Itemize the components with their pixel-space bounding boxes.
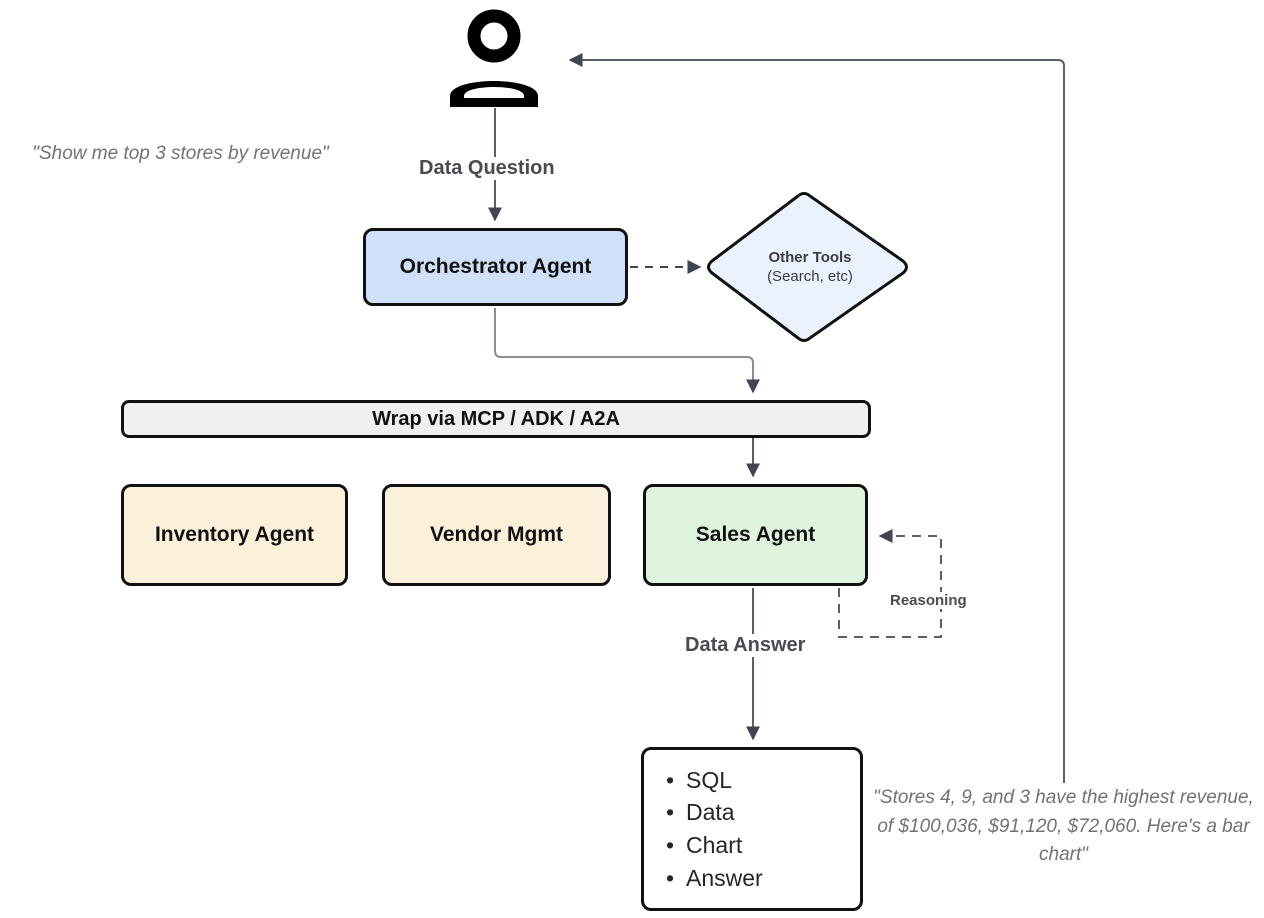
edge-orchestrator-to-wrap	[494, 308, 760, 394]
output-artifact-list: SQLDataChartAnswer	[666, 764, 763, 895]
user-quote: "Show me top 3 stores by revenue"	[32, 143, 329, 164]
person-icon	[450, 9, 538, 107]
node-orchestrator-agent[interactable]: Orchestrator Agent	[363, 228, 628, 306]
node-vendor-mgmt-label: Vendor Mgmt	[429, 523, 563, 547]
edge-label-data-answer: Data Answer	[679, 634, 812, 657]
edge-sales-reasoning-loop	[838, 529, 942, 638]
node-other-tools-text: Other Tools (Search, etc)	[706, 190, 914, 345]
answer-quote: "Stores 4, 9, and 3 have the highest rev…	[873, 787, 1254, 865]
node-other-tools-subtitle: (Search, etc)	[767, 267, 853, 285]
node-output-artifacts[interactable]: SQLDataChartAnswer	[641, 747, 863, 911]
node-wrap-layer[interactable]: Wrap via MCP / ADK / A2A	[121, 400, 871, 438]
output-artifact-item: Chart	[666, 829, 763, 862]
other-tools-diamond	[707, 192, 908, 342]
node-vendor-mgmt[interactable]: Vendor Mgmt	[382, 484, 611, 586]
output-artifact-item: SQL	[666, 764, 763, 797]
node-inventory-agent[interactable]: Inventory Agent	[121, 484, 348, 586]
node-sales-agent[interactable]: Sales Agent	[643, 484, 868, 586]
output-artifact-item: Data	[666, 796, 763, 829]
node-other-tools[interactable]: Other Tools (Search, etc)	[706, 190, 914, 345]
node-other-tools-title: Other Tools	[768, 248, 852, 266]
edge-label-data-question: Data Question	[413, 157, 561, 180]
edge-label-reasoning: Reasoning	[884, 592, 973, 609]
node-inventory-agent-label: Inventory Agent	[154, 523, 315, 547]
output-artifact-item: Answer	[666, 862, 763, 895]
node-orchestrator-agent-label: Orchestrator Agent	[399, 255, 592, 279]
node-sales-agent-label: Sales Agent	[695, 523, 816, 547]
edge-answer-to-person	[568, 53, 1065, 783]
node-wrap-layer-label: Wrap via MCP / ADK / A2A	[372, 408, 620, 430]
